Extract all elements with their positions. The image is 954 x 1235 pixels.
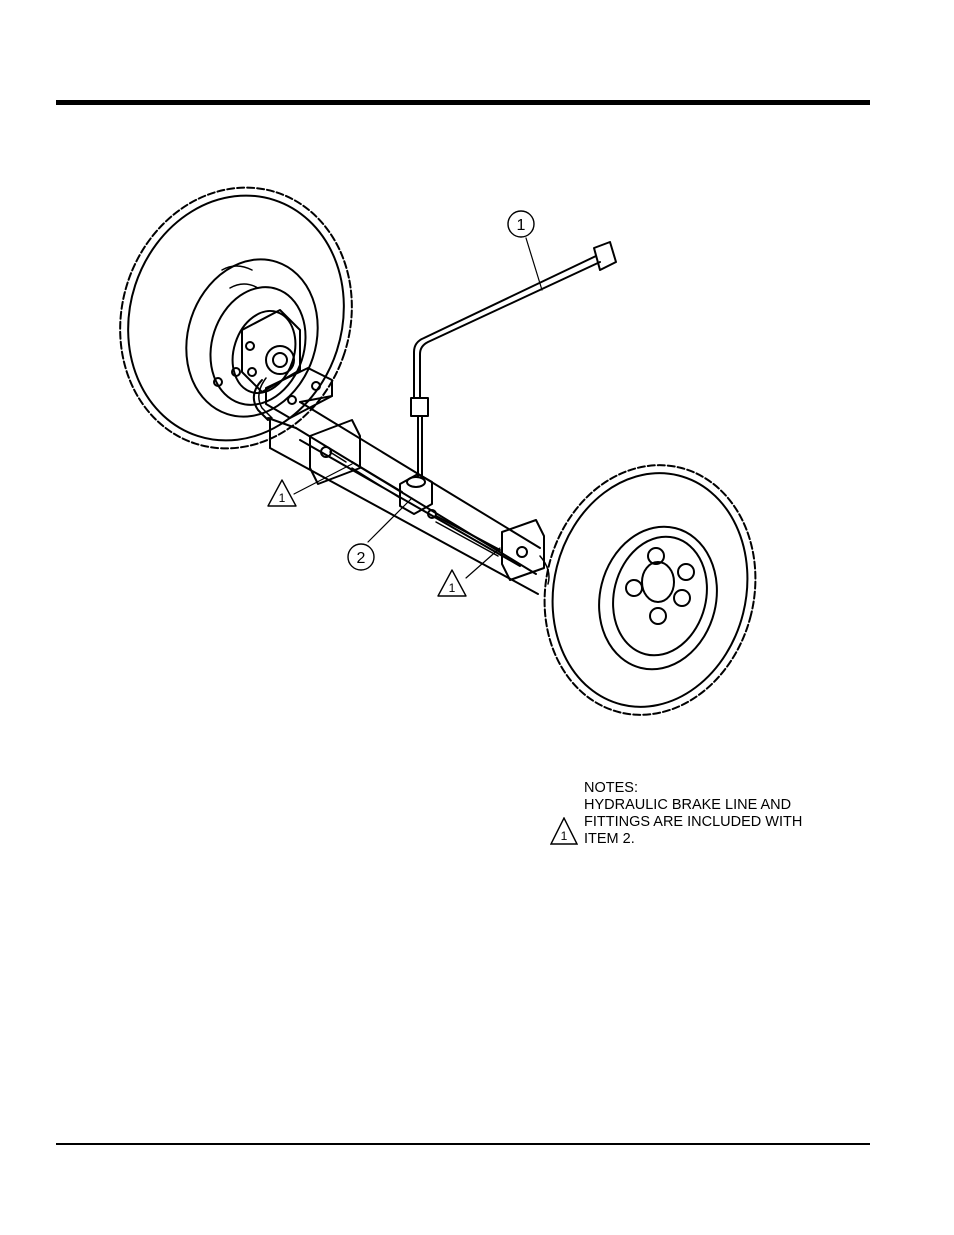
notes-title: NOTES: bbox=[584, 780, 844, 797]
leader-note-left bbox=[294, 464, 352, 494]
note-1-text: HYDRAULIC BRAKE LINE AND FITTINGS ARE IN… bbox=[584, 797, 844, 848]
right-wheel bbox=[519, 443, 782, 738]
note-triangle-right-label: 1 bbox=[449, 581, 456, 595]
callout-item-1-label: 1 bbox=[517, 217, 526, 234]
note-1-triangle: 1 bbox=[550, 817, 578, 845]
lug-nuts bbox=[626, 548, 694, 624]
right-brake-bracket bbox=[502, 520, 549, 584]
callout-item-2-label: 2 bbox=[357, 550, 366, 567]
note-1: 1 HYDRAULIC BRAKE LINE AND FITTINGS ARE … bbox=[584, 797, 844, 848]
left-wheel bbox=[87, 157, 385, 479]
brake-line bbox=[411, 242, 616, 476]
note-triangle-left-label: 1 bbox=[279, 491, 286, 505]
leader-item-1 bbox=[526, 238, 542, 290]
leader-note-right bbox=[466, 548, 500, 578]
note-1-marker: 1 bbox=[561, 829, 568, 843]
notes-block: NOTES: 1 HYDRAULIC BRAKE LINE AND FITTIN… bbox=[584, 780, 844, 848]
axle-beam bbox=[268, 396, 540, 594]
